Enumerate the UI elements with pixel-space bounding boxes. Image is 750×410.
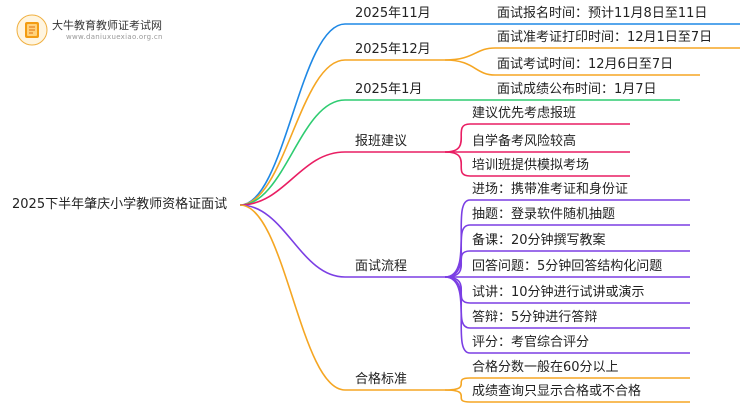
branch-node: 报班建议 bbox=[355, 134, 408, 149]
logo-name: 大牛教育教师证考试网 bbox=[52, 19, 162, 32]
branch-node: 2025年12月 bbox=[355, 42, 431, 57]
logo-url: www.daniuxuexiao.org.cn bbox=[66, 33, 163, 41]
leaf-connector bbox=[444, 59, 700, 76]
leaf-connector bbox=[444, 224, 690, 278]
leaf-connector bbox=[444, 47, 740, 61]
leaf-node: 进场：携带准考证和身份证 bbox=[472, 182, 629, 197]
leaf-node: 面试成绩公布时间：1月7日 bbox=[497, 82, 657, 97]
leaf-node: 试讲：10分钟进行试讲或演示 bbox=[472, 285, 645, 300]
leaf-node: 备课：20分钟撰写教案 bbox=[472, 233, 606, 248]
branch-connector bbox=[239, 204, 445, 278]
leaf-node: 培训班提供模拟考场 bbox=[472, 158, 590, 173]
leaf-node: 自学备考风险较高 bbox=[472, 134, 577, 149]
book-logo-icon bbox=[16, 14, 48, 46]
leaf-connector bbox=[444, 389, 690, 403]
leaf-connector bbox=[444, 151, 630, 177]
leaf-connector bbox=[444, 123, 630, 153]
branch-connector bbox=[239, 151, 445, 206]
leaf-node: 面试准考证打印时间：12月1日至7日 bbox=[497, 30, 713, 45]
branch-connector bbox=[239, 204, 445, 391]
leaf-node: 评分：考官综合评分 bbox=[472, 335, 590, 350]
branch-node: 面试流程 bbox=[355, 259, 408, 274]
leaf-connector bbox=[444, 250, 690, 278]
leaf-node: 成绩查询只显示合格或不合格 bbox=[472, 384, 642, 399]
branch-node: 合格标准 bbox=[355, 372, 408, 387]
branch-node: 2025年11月 bbox=[355, 6, 431, 21]
leaf-node: 建议优先考虑报班 bbox=[472, 106, 577, 121]
leaf-node: 抽题：登录软件随机抽题 bbox=[472, 207, 616, 222]
branch-connector bbox=[239, 59, 445, 206]
branch-connector bbox=[239, 23, 445, 206]
root-node: 2025下半年肇庆小学教师资格证面试 bbox=[12, 197, 228, 212]
leaf-connector bbox=[444, 377, 690, 391]
leaf-connector bbox=[444, 276, 690, 354]
leaf-node: 回答问题：5分钟回答结构化问题 bbox=[472, 259, 663, 274]
leaf-node: 答辩：5分钟进行答辩 bbox=[472, 310, 598, 325]
branch-node: 2025年1月 bbox=[355, 82, 423, 97]
leaf-node: 合格分数一般在60分以上 bbox=[472, 360, 619, 375]
leaf-node: 面试报名时间：预计11月8日至11日 bbox=[497, 6, 708, 21]
site-logo: 大牛教育教师证考试网 www.daniuxuexiao.org.cn bbox=[8, 12, 178, 48]
leaf-node: 面试考试时间：12月6日至7日 bbox=[497, 57, 674, 72]
branch-connector bbox=[239, 99, 445, 206]
